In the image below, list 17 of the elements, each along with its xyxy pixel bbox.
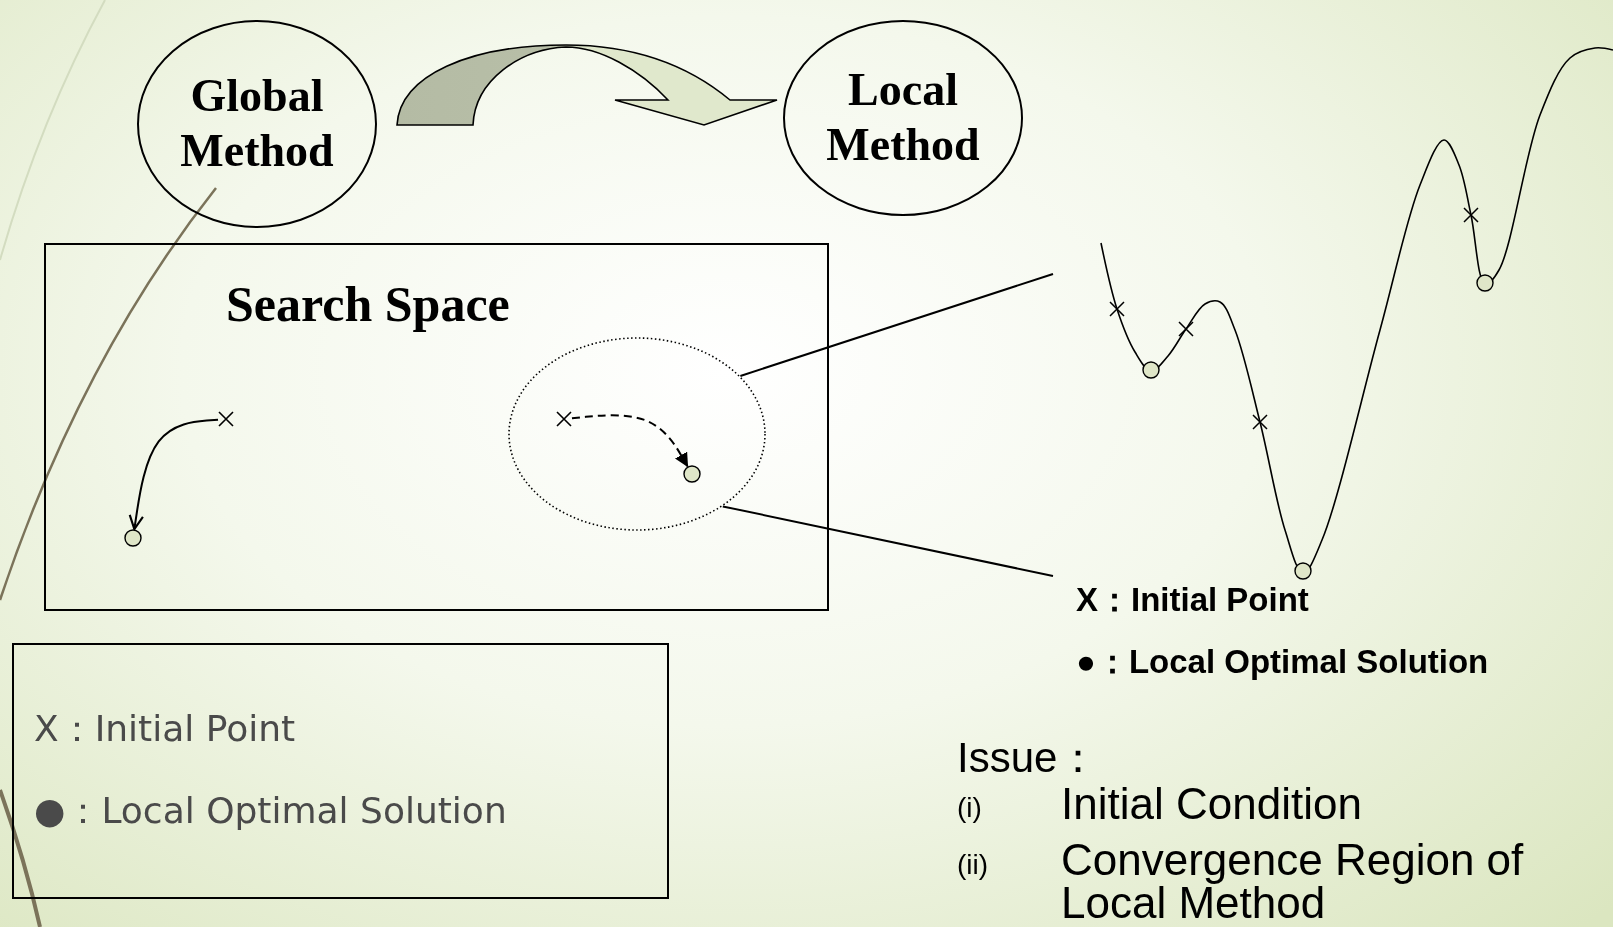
- legend-text: ●：Local Optimal Solution: [34, 789, 507, 833]
- zoom-line: [739, 273, 1054, 377]
- node-label: Global Method: [179, 69, 335, 179]
- legend-text: X：Initial Point: [34, 707, 296, 751]
- box-title: Search Space: [226, 275, 510, 333]
- legend-text: X：Initial Point: [1076, 580, 1309, 620]
- legend-text: ●：Local Optimal Solution: [1076, 642, 1489, 682]
- curved-block-arrow: [396, 44, 778, 126]
- node-label: Local Method: [825, 63, 981, 173]
- list-item: Convergence Region of Local Method: [1061, 838, 1525, 924]
- zoom-line: [721, 505, 1054, 577]
- list-marker: (i): [957, 792, 982, 824]
- curved-arrow: [128, 418, 220, 531]
- bordered-box: [12, 643, 669, 899]
- bordered-box: [44, 243, 829, 611]
- list-marker: (ii): [957, 849, 989, 881]
- dashed-arrow: [570, 414, 689, 468]
